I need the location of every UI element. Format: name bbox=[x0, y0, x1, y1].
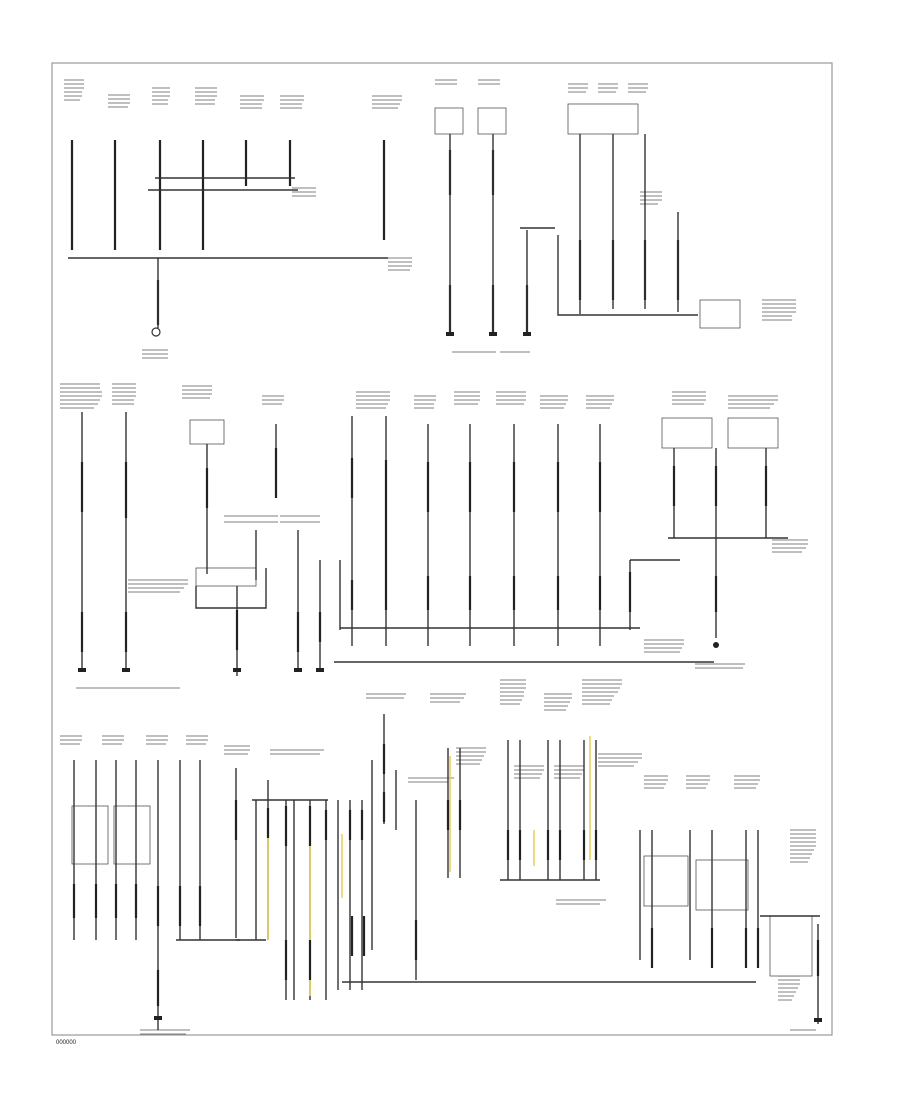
middle-section bbox=[60, 383, 808, 689]
diagram-frame bbox=[51, 62, 833, 1036]
bottom-section bbox=[60, 679, 822, 1035]
diagram-code: 000000 bbox=[56, 1040, 77, 1046]
top-section bbox=[64, 79, 796, 359]
